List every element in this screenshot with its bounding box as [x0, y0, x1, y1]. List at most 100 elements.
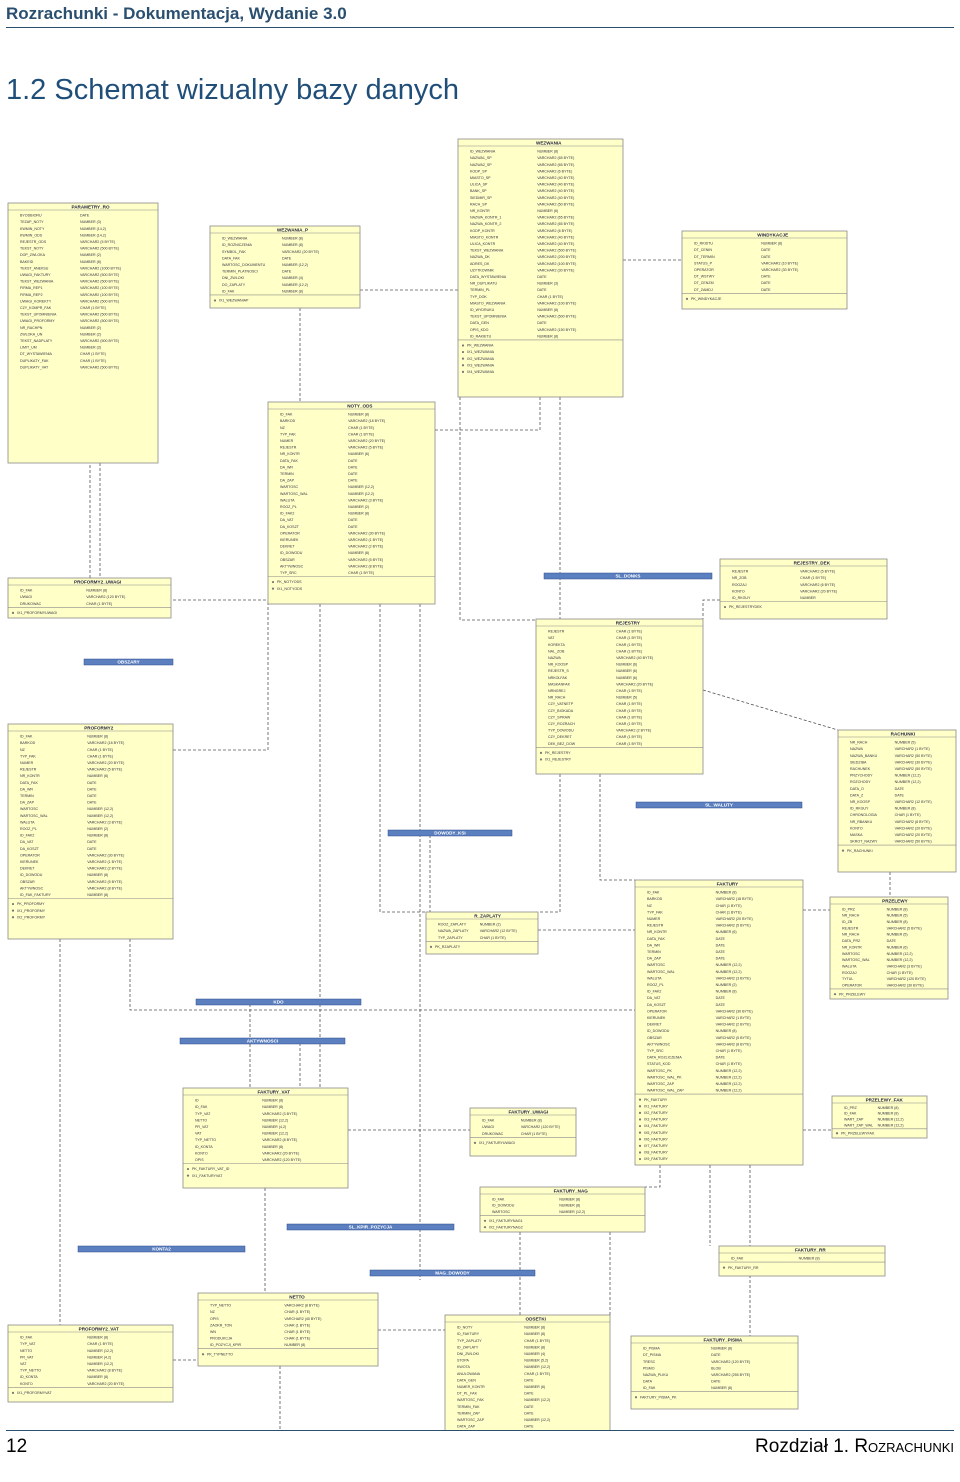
view-name: OBSZARY — [117, 660, 139, 665]
key-name: IX2_WEZWANIA — [467, 357, 495, 361]
column-type: NUMBER (12,2) — [348, 492, 374, 496]
column-type: DATE — [711, 1353, 721, 1357]
key-icon — [638, 1131, 642, 1134]
column-name: NRNGREJ — [548, 689, 566, 693]
column-name: UWAGI — [482, 1125, 494, 1129]
column-type: NUMBER (2) — [80, 326, 101, 330]
column-type: CHAR (1 BYTE) — [87, 754, 113, 758]
column-type: NUMBER (2) — [87, 827, 108, 831]
column-type: VARCHAR2 (500 BYTE) — [80, 313, 119, 317]
column-name: TERMIN — [280, 472, 294, 476]
column-name: TYP_VAT — [20, 1342, 36, 1346]
column-name: VAT — [20, 1362, 27, 1366]
column-type: NUMBER (12,2) — [87, 814, 113, 818]
key-name: IX3_WEZWANIA — [467, 363, 495, 367]
column-type: NUMBER (12,2) — [87, 1349, 113, 1353]
column-type: NUMBER (3) — [537, 282, 558, 286]
key-icon — [186, 1174, 190, 1177]
key-icon — [473, 1141, 477, 1144]
table-name: R_ZAPLATY — [474, 914, 501, 919]
view-sl-donks: SL_DONKS — [543, 572, 713, 580]
column-name: NAZWA — [850, 747, 863, 751]
column-type: NUMBER (8) — [878, 1106, 899, 1110]
column-type: NUMBER (12,2) — [895, 774, 921, 778]
column-name: TERMIN_PL — [470, 288, 490, 292]
column-type: CHAR (1 BYTE) — [524, 1372, 550, 1376]
column-name: REJESTR — [732, 570, 749, 574]
column-name: TEKST_ANEKSU — [20, 266, 49, 270]
column-type: NUMBER (12,2) — [716, 1089, 742, 1093]
column-name: DATA_FAK — [222, 256, 240, 260]
column-name: DA_KOSZT — [647, 1003, 667, 1007]
column-type: CHAR (1 BYTE) — [284, 1337, 310, 1341]
view-bar — [77, 1245, 246, 1253]
column-type: VARCHAR2 (500 BYTE) — [80, 280, 119, 284]
column-name: ID_RKGUY — [850, 807, 869, 811]
view-mag-dowody: MAG_DOWODY — [369, 1269, 536, 1277]
key-icon — [685, 297, 689, 300]
column-type: DATE — [537, 288, 547, 292]
column-name: FIRMA_REP2 — [20, 293, 43, 297]
view-name: KONTA2 — [152, 1247, 171, 1252]
column-name: ADRES_DK — [470, 262, 490, 266]
column-name: NAZWA2_SP — [470, 163, 492, 167]
key-name: PK_FAKTURY_RR — [728, 1266, 759, 1270]
column-name: ROOZ_ZAPLATY — [438, 923, 467, 927]
column-name: DT_CENIN — [694, 248, 712, 252]
column-name: KOREKTA — [548, 643, 566, 647]
column-name: BARKOD — [20, 741, 36, 745]
column-type: CHAR (1 BYTE) — [616, 636, 642, 640]
column-name: VAT — [548, 636, 555, 640]
column-name: DA_WR — [280, 465, 293, 469]
column-name: MIASTO_KONTR — [470, 235, 499, 239]
column-name: ID_FAK — [20, 735, 33, 739]
column-type: VARCHAR2 (30 BYTE) — [87, 853, 124, 857]
column-name: NZ — [647, 904, 653, 908]
key-icon — [201, 1353, 205, 1356]
key-icon — [833, 993, 837, 996]
column-type: NUMBER (8) — [521, 1119, 542, 1123]
column-type: NUMBER (2) — [80, 332, 101, 336]
column-name: NETTO — [20, 1349, 32, 1353]
column-name: ID_FAK_FAKTURY — [20, 893, 51, 897]
table-name: FAKTURY_VAT — [257, 1090, 290, 1095]
table-box — [7, 202, 159, 464]
column-name: ID_RAKIETU — [470, 334, 492, 338]
column-type: DATE — [348, 525, 358, 529]
column-type: NUMBER (12,2) — [282, 263, 308, 267]
key-icon — [429, 945, 433, 948]
column-name: REJESTR — [647, 924, 664, 928]
column-name: OBSZAR — [20, 880, 35, 884]
column-type: VARCHAR2 (40 BYTE) — [537, 235, 574, 239]
column-type: VARCHAR2 (120 BYTE) — [86, 595, 125, 599]
column-type: DATE — [348, 472, 358, 476]
column-name: TYP_NETTO — [195, 1138, 216, 1142]
column-name: NAZWA_ZAPLATY — [438, 929, 469, 933]
key-icon — [11, 902, 15, 906]
key-name: PK_REJESTRYDEK — [729, 605, 762, 609]
column-type: CHAR (1 BYTE) — [800, 576, 826, 580]
key-icon — [722, 1266, 726, 1269]
column-type: VARCHAR2 (255 BYTE) — [711, 1373, 750, 1377]
column-name: ID_FAK — [482, 1119, 495, 1123]
table-name: PROFORMY2_VAT — [79, 1327, 119, 1332]
column-type: NUMBER (6) — [524, 1385, 545, 1389]
table-name: PRZELEWY_FAK — [866, 1098, 904, 1103]
column-name: WALUTA — [647, 976, 662, 980]
column-type: NUMBER (2) — [348, 505, 369, 509]
column-name: ZAOKR_TON — [210, 1323, 232, 1327]
column-name: MASKA — [850, 833, 863, 837]
key-name: IX1_WEZWANIAP — [219, 299, 249, 303]
column-name: WALUTA — [280, 498, 295, 502]
column-name: NR_KONTR — [647, 930, 667, 934]
column-type: NUMBER (6) — [87, 774, 108, 778]
view-aktywnosci: AKTYWNOSCI — [179, 1037, 346, 1045]
column-type: VARCHAR2 (30 BYTE) — [537, 268, 574, 272]
column-name: REJESTR_S — [548, 669, 569, 673]
column-name: WALUTA — [842, 964, 857, 968]
key-name: PK_NOTYODS — [277, 580, 302, 584]
column-type: VARCHAR2 (100 BYTE) — [80, 293, 119, 297]
column-name: OBSZAR — [647, 1036, 662, 1040]
